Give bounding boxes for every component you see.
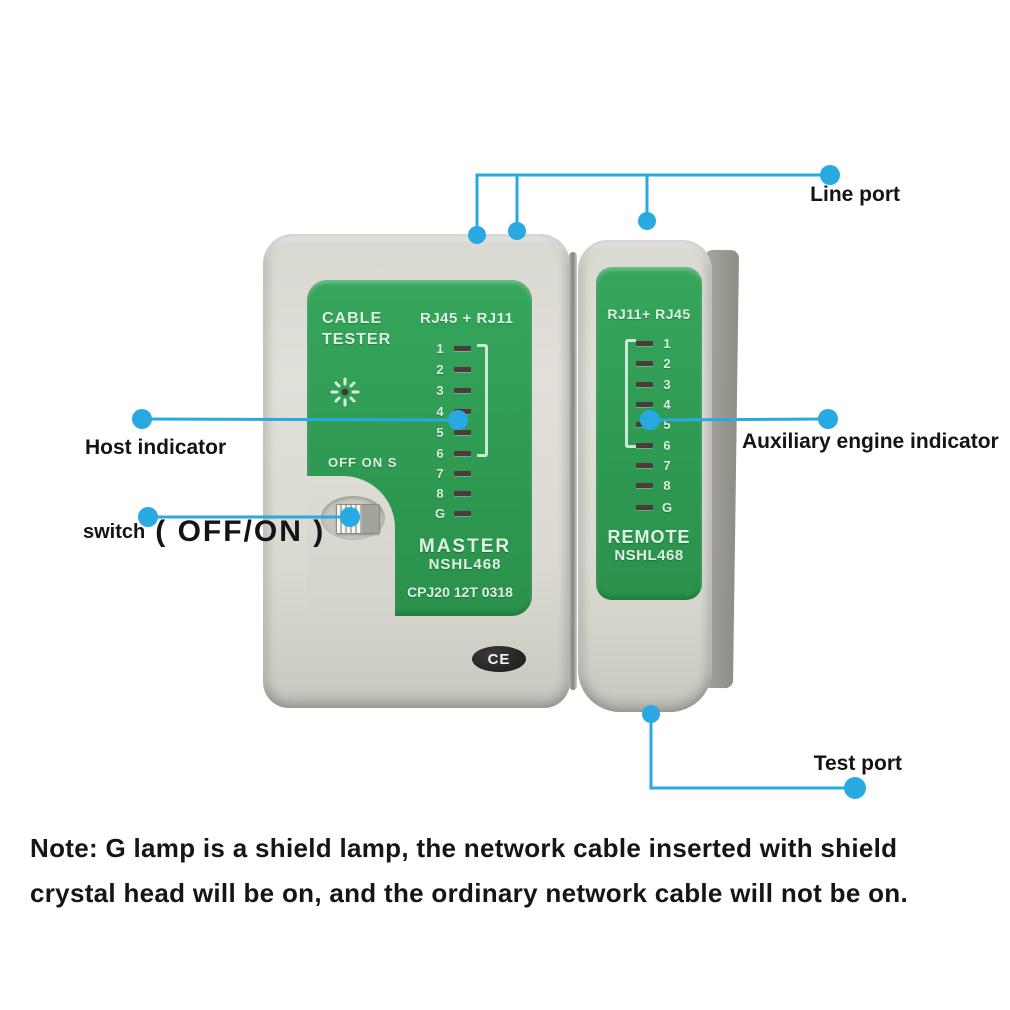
callout-dot (818, 409, 838, 429)
led-label: 7 (436, 465, 444, 481)
master-led-bracket (477, 344, 488, 457)
master-led-row-1: 1 (433, 340, 471, 356)
led-slot (636, 504, 653, 510)
power-indicator-icon (330, 377, 360, 407)
host-indicator-callout-line (141, 417, 459, 422)
led-label: 3 (436, 382, 444, 398)
led-slot (636, 381, 653, 387)
led-label: 5 (663, 416, 671, 432)
led-slot (454, 387, 471, 393)
switch-knob (362, 505, 379, 533)
led-slot (454, 510, 471, 516)
led-label: 5 (436, 424, 444, 440)
led-label: 3 (663, 376, 671, 392)
callout-dot (642, 705, 660, 723)
callout-dot (638, 212, 656, 230)
led-label: 1 (436, 340, 444, 356)
remote-role-label: REMOTE (607, 527, 691, 547)
led-slot (636, 401, 653, 407)
switch-off-on-detail: ( OFF/ON ) (155, 515, 326, 548)
master-led-row-7: 7 (433, 465, 471, 481)
remote-led-row-g: G (636, 499, 674, 515)
remote-model-label: NSHL468 (614, 547, 684, 564)
ce-mark-text: CE (487, 650, 511, 668)
led-label: 8 (436, 485, 444, 501)
master-led-row-3: 3 (433, 382, 471, 398)
master-green-panel (307, 280, 532, 616)
off-on-s-label: OFF ON S (328, 455, 398, 470)
remote-led-row-1: 1 (636, 335, 674, 351)
callout-dot (132, 409, 152, 429)
test-port-callout-line (649, 714, 855, 790)
master-connector-label: RJ45 + RJ11 (420, 310, 514, 327)
led-label: 2 (663, 355, 671, 371)
remote-led-row-8: 8 (636, 477, 674, 493)
led-slot (454, 345, 471, 351)
callout-dot (468, 226, 486, 244)
remote-led-row-6: 6 (636, 437, 674, 453)
remote-led-row-7: 7 (636, 457, 674, 473)
master-model-label: NSHL468 (428, 556, 502, 573)
remote-led-bracket (625, 339, 636, 448)
master-led-row-4: 4 (433, 403, 471, 419)
led-slot (636, 442, 653, 448)
line-port-callout-line (475, 173, 830, 235)
remote-led-row-3: 3 (636, 376, 674, 392)
callout-dot (138, 507, 158, 527)
master-role-label: MASTER (418, 536, 512, 557)
led-label: 4 (436, 403, 444, 419)
note-line-2: crystal head will be on, and the ordinar… (30, 878, 909, 908)
remote-connector-label: RJ11+ RJ45 (607, 306, 691, 322)
master-led-row-6: 6 (433, 445, 471, 461)
note-text: Note: G lamp is a shield lamp, the netwo… (30, 826, 990, 916)
led-slot (454, 450, 471, 456)
switch-word: switch (83, 520, 146, 543)
led-label: G (661, 499, 673, 515)
callout-dot (508, 222, 526, 240)
cable-word: CABLE (322, 310, 383, 327)
callout-dot (820, 165, 840, 185)
led-label: 4 (663, 396, 671, 412)
master-led-row-2: 2 (433, 361, 471, 377)
remote-led-row-4: 4 (636, 396, 674, 412)
led-slot (636, 340, 653, 346)
remote-green-panel (596, 267, 702, 600)
callout-dot (340, 507, 360, 527)
switch-label: switch ( OFF/ON ) (83, 515, 325, 549)
led-label: 7 (663, 457, 671, 473)
tester-word: TESTER (322, 331, 392, 348)
master-led-row-g: G (433, 505, 471, 521)
auxiliary-indicator-label: Auxiliary engine indicator (742, 430, 999, 453)
led-label: 8 (663, 477, 671, 493)
master-led-row-8: 8 (433, 485, 471, 501)
ce-mark-badge: CE (472, 646, 526, 672)
remote-led-row-2: 2 (636, 355, 674, 371)
led-slot (454, 490, 471, 496)
led-slot (454, 366, 471, 372)
note-line-1: Note: G lamp is a shield lamp, the netwo… (30, 833, 898, 863)
device-seam (569, 252, 577, 690)
led-label: 1 (663, 335, 671, 351)
host-indicator-label: Host indicator (85, 436, 227, 459)
test-port-label: Test port (813, 752, 902, 775)
callout-dot (640, 410, 660, 430)
led-label: G (434, 505, 446, 521)
led-slot (454, 408, 471, 414)
master-batch-code: CPJ20 12T 0318 (407, 584, 513, 600)
led-label: 6 (663, 437, 671, 453)
auxiliary-callout-line (649, 417, 829, 422)
callout-dot (448, 410, 468, 430)
led-label: 6 (436, 445, 444, 461)
led-slot (454, 470, 471, 476)
master-led-row-5: 5 (433, 424, 471, 440)
led-slot (454, 429, 471, 435)
line-port-label: Line port (810, 183, 900, 206)
led-label: 2 (436, 361, 444, 377)
led-slot (636, 462, 653, 468)
callout-dot (844, 777, 866, 799)
led-slot (636, 360, 653, 366)
led-slot (636, 482, 653, 488)
cable-tester-title: CABLE TESTER (322, 308, 391, 350)
